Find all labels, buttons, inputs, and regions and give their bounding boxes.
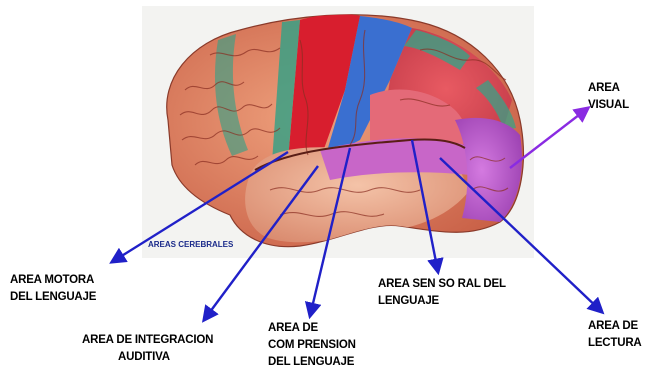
- label-area-motora-line1: AREA MOTORA: [10, 272, 96, 289]
- label-area-integracion-line1: AREA DE INTEGRACION: [82, 332, 213, 349]
- label-area-integracion: AREA DE INTEGRACION AUDITIVA: [82, 332, 213, 366]
- label-area-motora: AREA MOTORA DEL LENGUAJE: [10, 272, 96, 306]
- label-area-comprension-line1: AREA DE: [268, 320, 356, 337]
- label-area-sensorial-line2: LENGUAJE: [378, 293, 506, 310]
- diagram-caption: AREAS CEREBRALES: [148, 240, 233, 249]
- label-area-sensorial: AREA SEN SO RAL DEL LENGUAJE: [378, 276, 506, 310]
- label-area-comprension-line2: COM PRENSION: [268, 337, 356, 354]
- label-area-sensorial-line1: AREA SEN SO RAL DEL: [378, 276, 506, 293]
- label-area-lectura-line1: AREA DE: [588, 318, 642, 335]
- label-area-lectura-line2: LECTURA: [588, 335, 642, 352]
- label-area-integracion-line2: AUDITIVA: [82, 349, 213, 366]
- label-area-motora-line2: DEL LENGUAJE: [10, 289, 96, 306]
- label-area-visual-line2: VISUAL: [588, 97, 629, 114]
- label-area-comprension: AREA DE COM PRENSION DEL LENGUAJE: [268, 320, 356, 371]
- label-area-visual-line1: AREA: [588, 80, 629, 97]
- label-area-lectura: AREA DE LECTURA: [588, 318, 642, 352]
- label-area-comprension-line3: DEL LENGUAJE: [268, 354, 356, 371]
- label-area-visual: AREA VISUAL: [588, 80, 629, 114]
